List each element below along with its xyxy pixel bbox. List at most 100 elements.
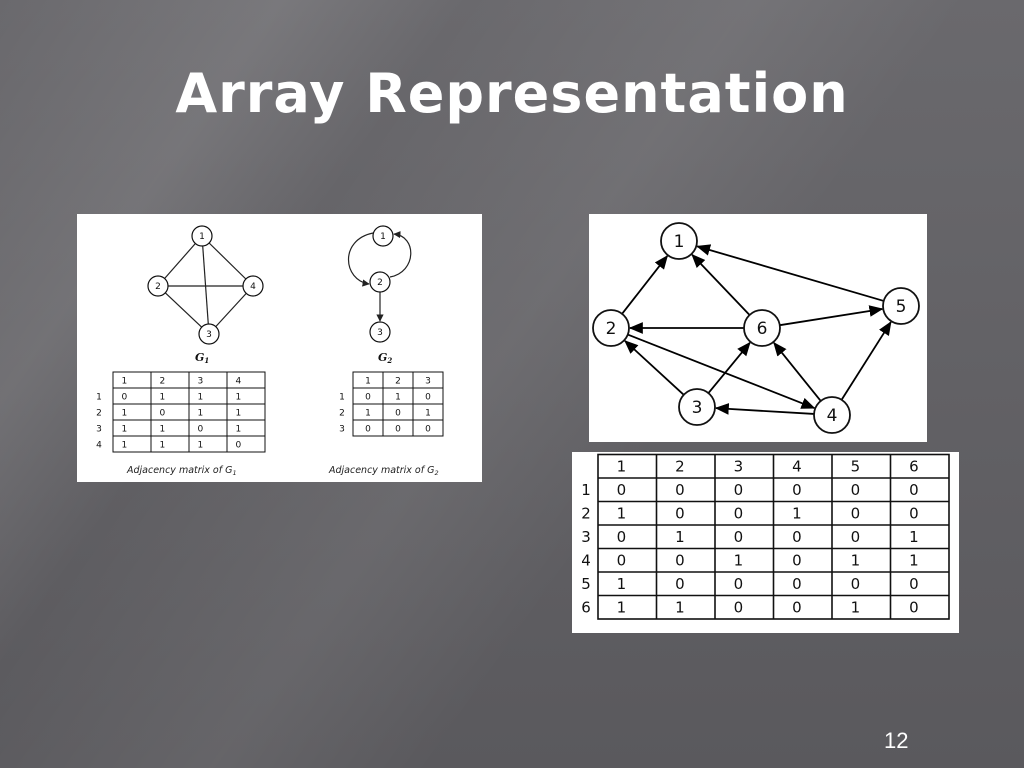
matrix-digraph-cell: 1	[617, 504, 627, 522]
g1-node-2	[147, 275, 169, 297]
matrix-g1-cell: 1	[236, 409, 242, 419]
matrix-g2-cell: 0	[395, 409, 401, 419]
matrix-digraph-cell: 0	[792, 528, 802, 546]
digraph-node-3	[678, 388, 716, 426]
g1-label-sub: 1	[204, 356, 209, 365]
matrix-digraph-col-header: 1	[617, 457, 627, 475]
matrix-digraph-cell: 1	[734, 551, 744, 569]
g1-edge-1-3	[202, 245, 209, 325]
digraph-edge-3-6	[707, 341, 751, 394]
matrix-digraph-col-header: 6	[909, 457, 919, 475]
matrix-digraph-col-header: 2	[675, 457, 685, 475]
g2-edge-2-1	[389, 230, 412, 278]
caption-matrix-g1-main: Adjacency matrix of G	[126, 465, 232, 476]
matrix-g1-row-header: 2	[96, 409, 102, 419]
matrix-g1-cell: 1	[236, 425, 242, 435]
matrix-g1-col-header: 4	[236, 377, 242, 387]
caption-matrix-g2-main: Adjacency matrix of G	[328, 465, 434, 476]
matrix-g1-cell: 1	[198, 393, 204, 403]
caption-matrix-g2-sub: 2	[434, 469, 438, 477]
matrix-g1-cell: 1	[198, 441, 204, 451]
matrix-digraph-cell: 0	[909, 504, 919, 522]
g1-label: G1	[195, 351, 209, 365]
matrix-g2-cell: 0	[395, 425, 401, 435]
matrix-digraph-cell: 0	[851, 481, 861, 499]
matrix-g2-cell: 0	[425, 425, 431, 435]
matrix-digraph-cell: 0	[851, 528, 861, 546]
digraph-edge-4-5	[840, 321, 892, 401]
matrix-digraph-cell: 0	[792, 551, 802, 569]
g1-node-label-3: 3	[206, 330, 212, 340]
matrix-digraph-cell: 0	[675, 551, 685, 569]
digraph-edge-6-5	[779, 305, 884, 327]
matrix-g1-cell: 1	[122, 441, 128, 451]
g1-node-label-4: 4	[250, 282, 256, 292]
digraph-node-label-2: 2	[606, 319, 617, 339]
matrix-g1-cell: 1	[160, 393, 166, 403]
matrix-g1-cell: 1	[122, 425, 128, 435]
matrix-digraph-cell: 0	[792, 575, 802, 593]
g1-edge-1-4	[208, 242, 247, 280]
matrix-g2-cell: 1	[425, 409, 431, 419]
matrix-digraph-cell: 1	[909, 528, 919, 546]
matrix-digraph-col-header: 5	[851, 457, 861, 475]
matrix-digraph-cell: 1	[675, 598, 685, 616]
matrix-g1-cell: 0	[160, 409, 166, 419]
matrix-digraph-cell: 0	[851, 575, 861, 593]
g2-label-sub: 2	[386, 356, 392, 365]
digraph-node-label-6: 6	[757, 319, 768, 339]
digraph-edge-6-1	[691, 253, 751, 316]
digraph-edge-2-1	[621, 255, 669, 315]
matrix-g2-row-header: 2	[339, 409, 345, 419]
matrix-digraph-cell: 0	[734, 575, 744, 593]
matrix-g2-cell: 1	[395, 393, 401, 403]
matrix-digraph-cell: 1	[851, 551, 861, 569]
matrix-digraph-row-header: 4	[581, 551, 591, 569]
digraph-edge-4-6	[773, 341, 822, 402]
matrix-digraph-cell: 1	[851, 598, 861, 616]
g2-label: G2	[378, 351, 392, 365]
g2-node-label-2: 2	[377, 278, 383, 288]
matrix-g1-cell: 0	[122, 393, 128, 403]
matrix-digraph-row-header: 2	[581, 504, 591, 522]
caption-matrix-g1-sub: 1	[232, 469, 236, 477]
matrix-digraph-row-header: 1	[581, 481, 591, 499]
g2-label-main: G	[378, 351, 387, 364]
g2-node-label-3: 3	[377, 328, 383, 338]
matrix-digraph-cell: 1	[675, 528, 685, 546]
digraph-node-label-3: 3	[692, 398, 703, 418]
digraph-node-5	[882, 287, 920, 325]
matrix-g2-cell: 0	[365, 393, 371, 403]
caption-matrix-g2: Adjacency matrix of G2	[328, 465, 439, 477]
matrix-digraph-cell: 1	[617, 598, 627, 616]
matrix-g2-row-header: 3	[339, 425, 345, 435]
slide-title: Array Representation	[175, 62, 849, 125]
digraph-edge-2-4	[627, 333, 816, 409]
matrix-g1-cell: 0	[236, 441, 242, 451]
matrix-digraph-cell: 0	[792, 481, 802, 499]
digraph-node-1	[660, 222, 698, 260]
digraph-node-2	[592, 309, 630, 347]
g1-node-4	[242, 275, 264, 297]
digraph-node-6	[743, 309, 781, 347]
matrix-g1-cell: 1	[160, 425, 166, 435]
matrix-digraph-col-header: 3	[734, 457, 744, 475]
matrix-digraph-cell: 0	[617, 528, 627, 546]
matrix-g2-row-header: 1	[339, 393, 345, 403]
matrix-digraph-cell: 0	[734, 504, 744, 522]
matrix-digraph-cell: 0	[675, 504, 685, 522]
matrix-digraph-cell: 0	[909, 598, 919, 616]
matrix-digraph-cell: 0	[734, 598, 744, 616]
matrix-digraph-col-header: 4	[792, 457, 802, 475]
digraph-node-4	[813, 396, 851, 434]
matrix-g2-col-header: 2	[395, 377, 401, 387]
matrix-g1-col-header: 3	[198, 377, 204, 387]
matrix-g2-cell: 0	[425, 393, 431, 403]
matrix-digraph-cell: 0	[617, 551, 627, 569]
matrix-g2-cell: 0	[365, 425, 371, 435]
g1-edge-2-3	[164, 292, 203, 328]
matrix-digraph-row-header: 6	[581, 598, 591, 616]
